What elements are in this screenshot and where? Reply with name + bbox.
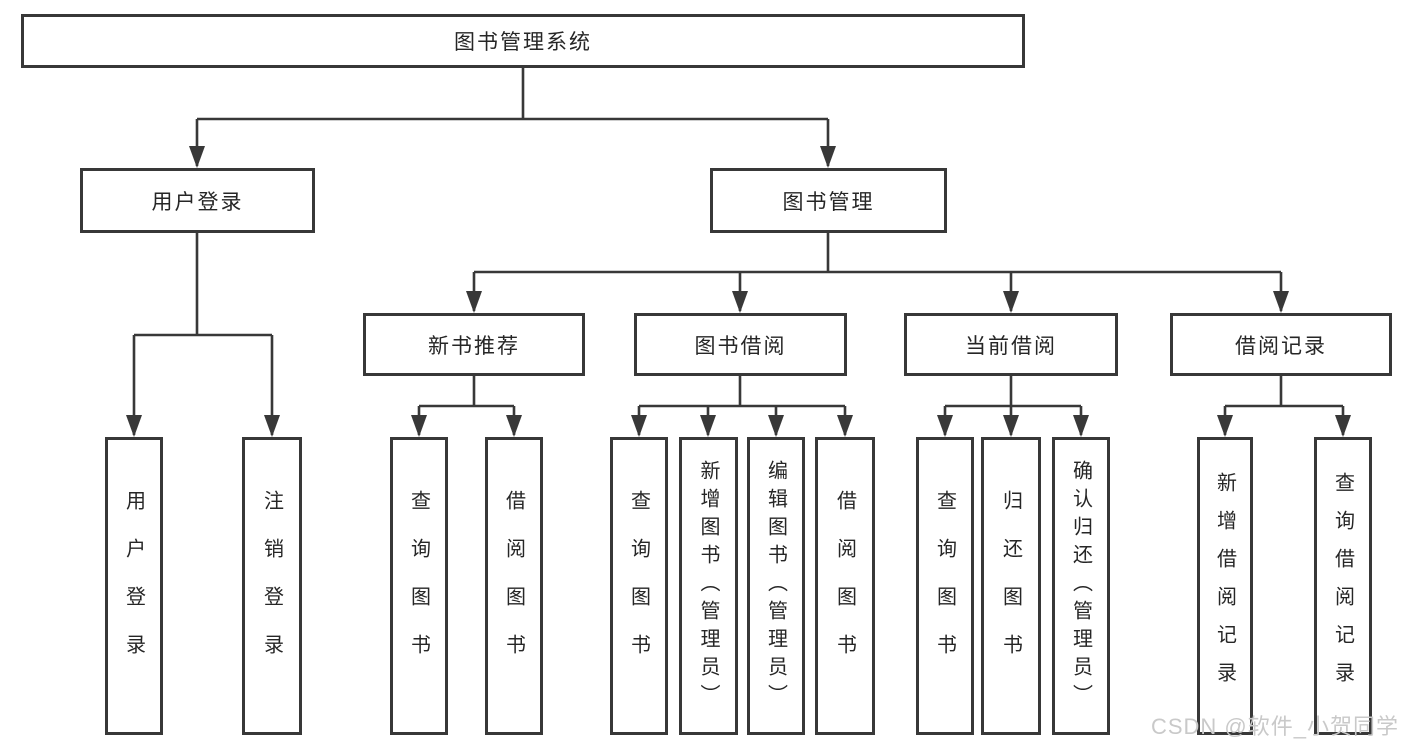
leaf-query-books-borrow: 查询图书	[610, 437, 668, 735]
node-borrow-records: 借阅记录	[1170, 313, 1392, 376]
node-library-management-system: 图书管理系统	[21, 14, 1025, 68]
node-user-login: 用户登录	[80, 168, 315, 233]
leaf-borrow-books: 借阅图书	[815, 437, 875, 735]
leaf-add-book-admin: 新增图书（管理员）	[679, 437, 738, 735]
leaf-borrow-books-recommend: 借阅图书	[485, 437, 543, 735]
leaf-query-books-recommend: 查询图书	[390, 437, 448, 735]
leaf-query-books-current: 查询图书	[916, 437, 974, 735]
leaf-edit-book-admin: 编辑图书（管理员）	[747, 437, 805, 735]
leaf-add-borrow-record: 新增借阅记录	[1197, 437, 1253, 735]
arrowhead-group	[126, 146, 1351, 437]
leaf-query-borrow-record: 查询借阅记录	[1314, 437, 1372, 735]
node-new-book-recommend: 新书推荐	[363, 313, 585, 376]
node-book-management: 图书管理	[710, 168, 947, 233]
node-current-borrow: 当前借阅	[904, 313, 1118, 376]
leaf-confirm-return-admin: 确认归还（管理员）	[1052, 437, 1110, 735]
watermark: CSDN @软件_小贺同学	[1150, 714, 1399, 739]
leaf-logout: 注销登录	[242, 437, 302, 735]
leaf-user-login: 用户登录	[105, 437, 163, 735]
leaf-return-book: 归还图书	[981, 437, 1041, 735]
node-book-borrow: 图书借阅	[634, 313, 847, 376]
